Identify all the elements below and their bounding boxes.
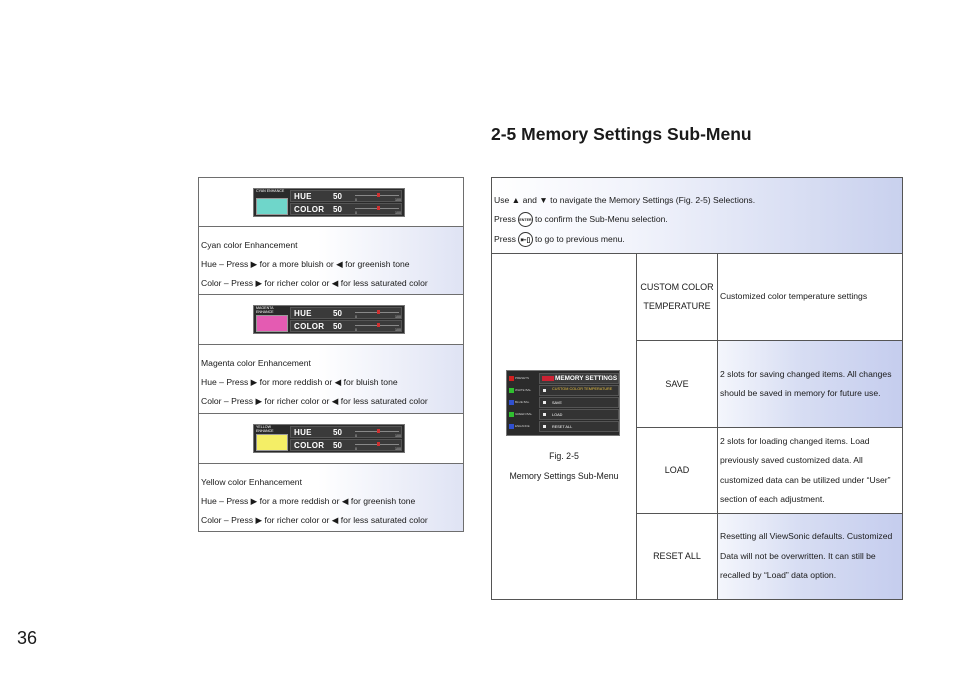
magenta-color-text: Color – Press ▶ for richer color or ◀ fo…	[201, 396, 428, 407]
magenta-swatch	[256, 315, 288, 332]
osd-menu-item: RESET ALL	[539, 421, 619, 432]
memory-icon	[542, 376, 554, 381]
osd-title-bar: MEMORY SETTINGS	[539, 373, 619, 384]
hue-slider-knob	[377, 429, 380, 433]
figure-title: Memory Settings Sub-Menu	[509, 470, 619, 481]
nav-instruction: Use ▲ and ▼ to navigate the Memory Setti…	[494, 195, 756, 205]
color-slider-knob	[377, 323, 380, 327]
osd-left-item: BLUE BAL	[508, 396, 538, 408]
page-number: 36	[17, 628, 38, 648]
table-row-name: RESET ALL	[636, 513, 718, 600]
color-value: 50	[333, 322, 342, 331]
osd-left-item: ENHANCE	[508, 420, 538, 432]
osd-caption: YELLOW ENHANCE	[256, 425, 274, 433]
hue-value: 50	[333, 309, 342, 318]
back-instruction: Press⇤▯to go to previous menu.	[494, 232, 625, 247]
cyan-swatch	[256, 198, 288, 215]
hue-label: HUE	[294, 192, 312, 201]
hue-value: 50	[333, 428, 342, 437]
yellow-color-text: Color – Press ▶ for richer color or ◀ fo…	[201, 515, 428, 526]
osd-left-menu: PRESETS WHITE BAL BLUE BAL GREEN BAL ENH…	[508, 372, 538, 434]
color-slider-knob	[377, 206, 380, 210]
table-row-name: CUSTOM COLOR TEMPERATURE	[636, 253, 718, 341]
osd-menu-item: LOAD	[539, 409, 619, 420]
color-value: 50	[333, 205, 342, 214]
instruction-header: Use ▲ and ▼ to navigate the Memory Setti…	[491, 177, 903, 254]
osd-left-item: GREEN BAL	[508, 408, 538, 420]
yellow-hue-text: Hue – Press ▶ for a more reddish or ◀ fo…	[201, 496, 416, 507]
cyan-color-text: Color – Press ▶ for richer color or ◀ fo…	[201, 278, 428, 289]
color-label: COLOR	[294, 441, 325, 450]
hue-slider-knob	[377, 193, 380, 197]
hue-value: 50	[333, 192, 342, 201]
table-row-desc: 2 slots for loading changed items. Load …	[717, 427, 903, 514]
cyan-heading: Cyan color Enhancement	[201, 240, 298, 250]
magenta-text-panel: Magenta color Enhancement Hue – Press ▶ …	[198, 344, 464, 414]
table-row-name: LOAD	[636, 427, 718, 514]
yellow-swatch	[256, 434, 288, 451]
page-title: 2-5 Memory Settings Sub-Menu	[491, 124, 752, 144]
table-row-desc: Customized color temperature settings	[717, 253, 903, 341]
figure-number: Fig. 2-5	[549, 451, 579, 461]
hue-label: HUE	[294, 309, 312, 318]
table-row-name: SAVE	[636, 340, 718, 428]
yellow-text-panel: Yellow color Enhancement Hue – Press ▶ f…	[198, 463, 464, 532]
cyan-text-panel: Cyan color Enhancement Hue – Press ▶ for…	[198, 226, 464, 295]
osd-left-item: PRESETS	[508, 372, 538, 384]
back-button-icon: ⇤▯	[517, 232, 533, 247]
memory-settings-osd: PRESETS WHITE BAL BLUE BAL GREEN BAL ENH…	[506, 370, 620, 436]
osd-left-item: WHITE BAL	[508, 384, 538, 396]
color-value: 50	[333, 441, 342, 450]
color-label: COLOR	[294, 205, 325, 214]
yellow-heading: Yellow color Enhancement	[201, 477, 302, 487]
osd-menu-item: SAVE	[539, 397, 619, 408]
osd-caption: CYAN ENHANCE	[256, 189, 285, 193]
magenta-heading: Magenta color Enhancement	[201, 358, 311, 368]
enter-button-icon: ENTER	[517, 212, 533, 227]
color-label: COLOR	[294, 322, 325, 331]
cyan-hue-text: Hue – Press ▶ for a more bluish or ◀ for…	[201, 259, 410, 270]
color-slider-knob	[377, 442, 380, 446]
hue-slider-knob	[377, 310, 380, 314]
figure-caption: Fig. 2-5 Memory Settings Sub-Menu	[491, 447, 637, 486]
magenta-hue-text: Hue – Press ▶ for more reddish or ◀ for …	[201, 377, 398, 388]
osd-caption: MAGENTA ENHANCE	[256, 306, 274, 314]
table-row-desc: 2 slots for saving changed items. All ch…	[717, 340, 903, 428]
table-row-desc: Resetting all ViewSonic defaults. Custom…	[717, 513, 903, 600]
osd-menu-item: CUSTOM COLOR TEMPERATURE	[539, 385, 619, 396]
hue-label: HUE	[294, 428, 312, 437]
